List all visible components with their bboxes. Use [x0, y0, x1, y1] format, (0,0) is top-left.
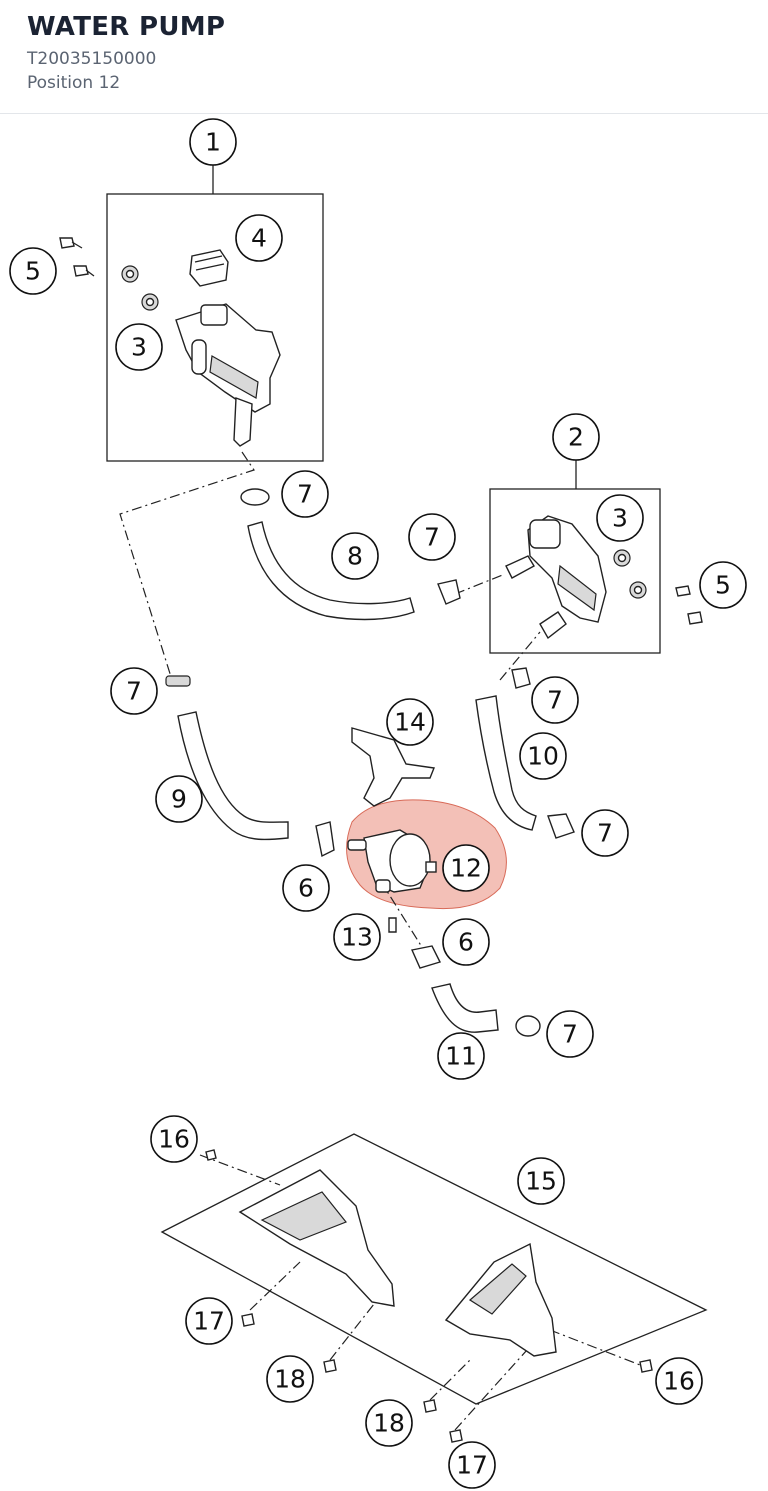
svg-text:7: 7	[597, 819, 613, 848]
svg-text:12: 12	[450, 854, 482, 883]
callout-3[interactable]: 3	[596, 494, 644, 542]
svg-text:10: 10	[527, 742, 559, 771]
callout-18[interactable]: 18	[266, 1355, 314, 1403]
svg-text:18: 18	[274, 1365, 306, 1394]
svg-text:17: 17	[193, 1307, 225, 1336]
svg-text:13: 13	[341, 923, 373, 952]
callout-16[interactable]: 16	[150, 1115, 198, 1163]
callout-15[interactable]: 15	[517, 1157, 565, 1205]
callout-17[interactable]: 17	[448, 1441, 496, 1489]
hose-11	[431, 983, 541, 1037]
svg-text:7: 7	[562, 1020, 578, 1049]
svg-text:16: 16	[663, 1367, 695, 1396]
callout-16[interactable]: 16	[655, 1357, 703, 1405]
callout-9[interactable]: 9	[155, 775, 203, 823]
callout-5[interactable]: 5	[699, 561, 747, 609]
callout-1[interactable]: 1	[189, 118, 237, 166]
svg-text:18: 18	[373, 1409, 405, 1438]
svg-text:9: 9	[171, 785, 187, 814]
bracket-14	[351, 727, 435, 807]
page-title: WATER PUMP	[27, 12, 226, 42]
svg-text:6: 6	[298, 874, 314, 903]
callout-7[interactable]: 7	[408, 513, 456, 561]
callout-7[interactable]: 7	[110, 667, 158, 715]
callout-4[interactable]: 4	[235, 214, 283, 262]
callout-18[interactable]: 18	[365, 1399, 413, 1447]
svg-text:1: 1	[205, 128, 221, 157]
callout-8[interactable]: 8	[331, 532, 379, 580]
callout-7[interactable]: 7	[531, 676, 579, 724]
callout-3[interactable]: 3	[115, 323, 163, 371]
callout-10[interactable]: 10	[519, 732, 567, 780]
svg-text:14: 14	[394, 708, 426, 737]
hose-9	[165, 675, 335, 858]
callout-7[interactable]: 7	[581, 809, 629, 857]
callout-14[interactable]: 14	[386, 698, 434, 746]
svg-text:3: 3	[612, 504, 628, 533]
svg-text:6: 6	[458, 928, 474, 957]
trim-assembly-15	[160, 1133, 708, 1443]
water-pump-12	[347, 829, 437, 893]
callout-12[interactable]: 12	[442, 844, 490, 892]
svg-text:7: 7	[297, 480, 313, 509]
callout-17[interactable]: 17	[185, 1297, 233, 1345]
svg-text:2: 2	[568, 423, 584, 452]
position-label: Position 12	[27, 73, 121, 93]
callout-11[interactable]: 11	[437, 1032, 485, 1080]
svg-text:5: 5	[25, 257, 41, 286]
callout-7[interactable]: 7	[546, 1010, 594, 1058]
svg-text:7: 7	[424, 523, 440, 552]
svg-text:11: 11	[445, 1042, 477, 1071]
svg-text:3: 3	[131, 333, 147, 362]
callout-5[interactable]: 5	[9, 247, 57, 295]
svg-text:17: 17	[456, 1451, 488, 1480]
hose-8	[240, 488, 461, 621]
assembly-box-1	[59, 164, 324, 462]
svg-text:16: 16	[158, 1125, 190, 1154]
hose-10	[475, 667, 575, 839]
svg-text:4: 4	[251, 224, 267, 253]
svg-text:15: 15	[525, 1167, 557, 1196]
svg-text:5: 5	[715, 571, 731, 600]
callout-2[interactable]: 2	[552, 413, 600, 461]
svg-text:8: 8	[347, 542, 363, 571]
page-header: WATER PUMP T20035150000 Position 12	[0, 0, 768, 114]
callout-13[interactable]: 13	[333, 913, 381, 961]
callout-6[interactable]: 6	[282, 864, 330, 912]
callout-6[interactable]: 6	[442, 918, 490, 966]
assembly-box-2	[489, 458, 703, 654]
part-number: T20035150000	[27, 49, 157, 69]
svg-text:7: 7	[126, 677, 142, 706]
exploded-parts-diagram: 1 4 5 3 2 7 3 7 8 5 7 7 14 10 9 7 12 6 1…	[9, 118, 747, 1489]
svg-text:7: 7	[547, 686, 563, 715]
callout-7[interactable]: 7	[281, 470, 329, 518]
